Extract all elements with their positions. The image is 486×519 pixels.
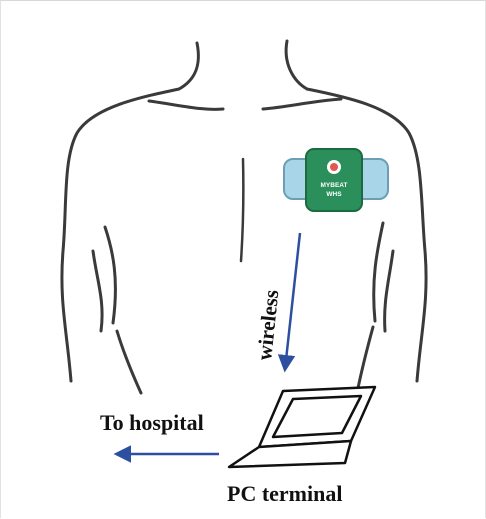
left-lower-side: [117, 331, 141, 393]
right-lower-side: [357, 327, 373, 393]
left-torso-side: [105, 227, 115, 323]
left-inner-arm: [93, 251, 102, 331]
right-inner-arm: [385, 251, 393, 331]
device-label-line2: WHS: [326, 191, 342, 198]
neck-left-line: [179, 43, 198, 89]
neck-right-line: [286, 41, 307, 89]
torso-outline: [62, 41, 426, 393]
device-label-line1: MYBEAT: [321, 182, 348, 189]
pc-terminal-label: PC terminal: [227, 481, 342, 506]
wireless-arrow: [285, 233, 300, 369]
sternum-line: [241, 159, 243, 261]
right-shoulder-arm: [307, 89, 426, 381]
chest-line-left: [149, 101, 223, 109]
device-body: [306, 149, 362, 211]
to-hospital-label: To hospital: [100, 410, 204, 435]
right-torso-side: [374, 223, 383, 321]
ecg-device: MYBEAT WHS: [284, 149, 388, 211]
wireless-label: wireless: [252, 289, 283, 362]
chest-line-right: [263, 99, 341, 109]
laptop-icon: [229, 387, 375, 467]
